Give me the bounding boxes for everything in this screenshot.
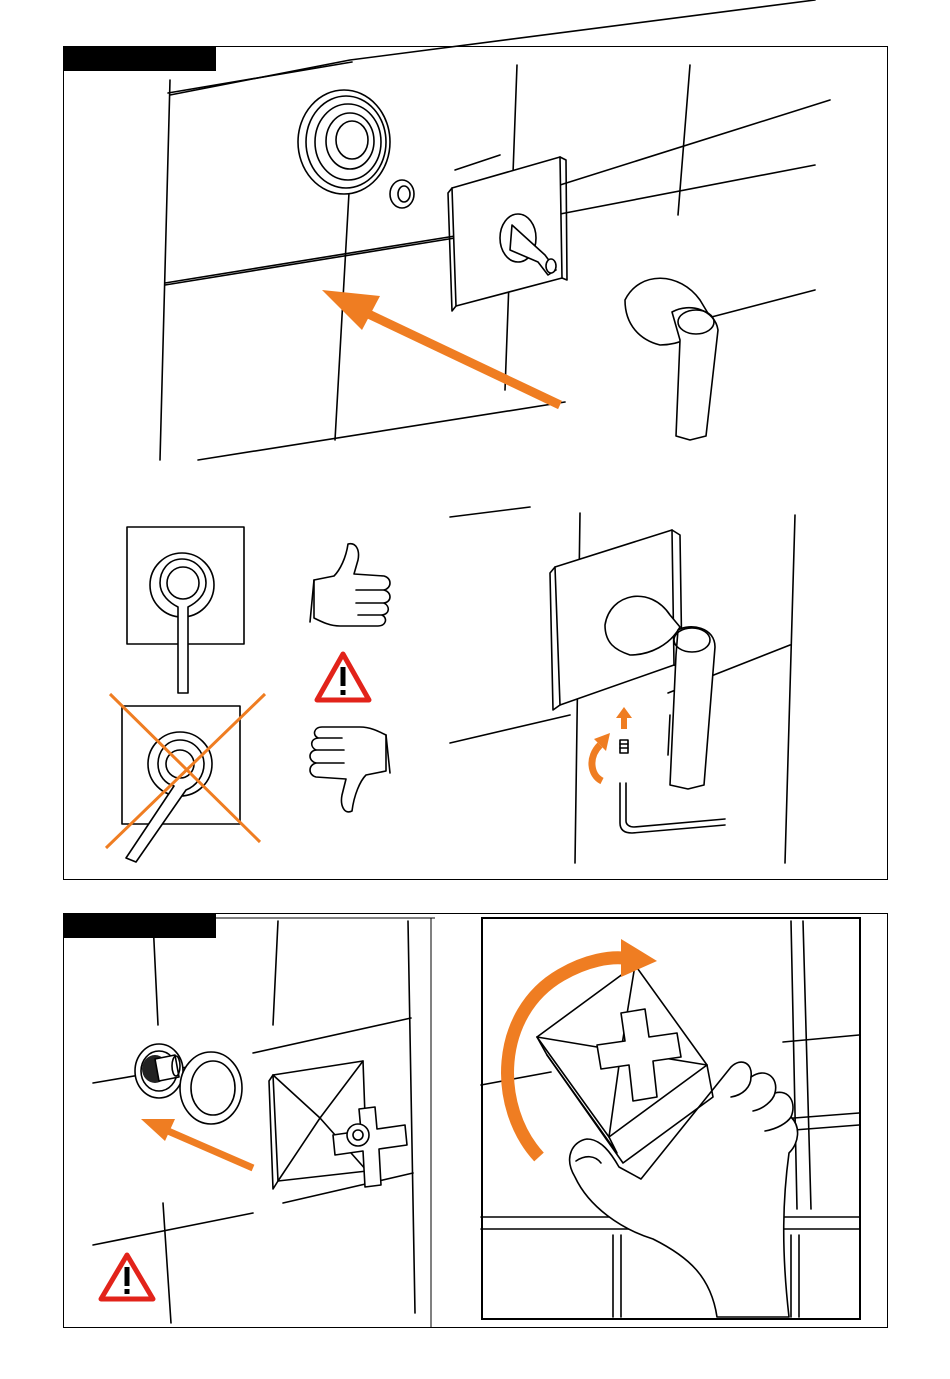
rosette-ring	[180, 1052, 242, 1124]
wall-tiles-right	[481, 921, 859, 1317]
push-arrow-icon-2	[141, 1119, 253, 1168]
warning-triangle-icon-2	[101, 1255, 153, 1299]
hex-key-icon	[620, 783, 725, 833]
cross-handle-installation-view	[63, 913, 435, 1328]
up-arrow-icon	[616, 707, 632, 729]
hex-key-fixing-view	[440, 505, 820, 865]
grub-screw	[620, 740, 628, 753]
square-cover-plate	[448, 157, 567, 311]
retaining-clip	[390, 180, 414, 208]
thumbs-down-icon	[300, 725, 400, 820]
wall-tiles-left	[93, 918, 435, 1328]
handle-orientation-wrong	[100, 690, 280, 865]
rotation-fitting-view	[481, 917, 861, 1320]
push-arrow-icon	[322, 290, 560, 405]
rotate-arrow-icon	[592, 733, 610, 781]
lever-handle	[625, 278, 718, 440]
handle-orientation-correct	[120, 525, 250, 695]
wall-rosette	[298, 90, 390, 194]
thumbs-up-icon	[300, 540, 400, 630]
cross-handle-plate	[269, 1061, 407, 1189]
valve-cartridge	[135, 1044, 183, 1098]
warning-triangle-icon	[313, 650, 373, 705]
